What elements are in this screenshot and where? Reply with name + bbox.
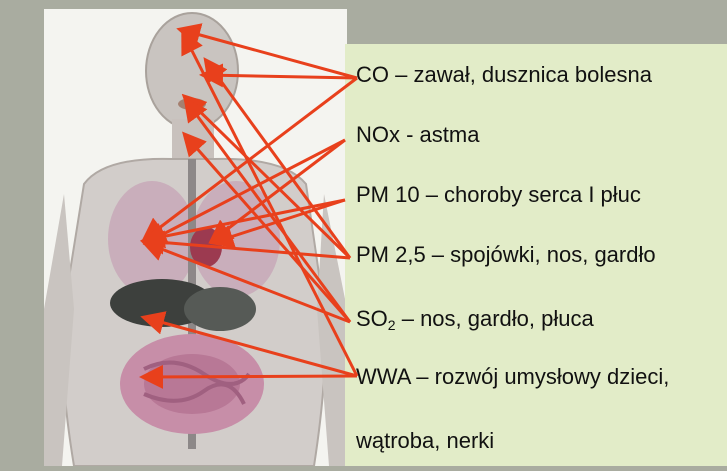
arrow-co-to-face	[205, 75, 357, 78]
arrow-so2-to-throat	[186, 136, 350, 322]
arrow-co-to-head	[182, 30, 357, 78]
arrow-pm10-to-lungs	[146, 200, 345, 240]
arrow-wwa-to-kidney	[145, 376, 357, 377]
arrow-pm25-to-nose	[186, 98, 350, 258]
arrow-wwa-to-liver	[146, 318, 357, 376]
arrow-co-to-lungs	[146, 78, 357, 238]
